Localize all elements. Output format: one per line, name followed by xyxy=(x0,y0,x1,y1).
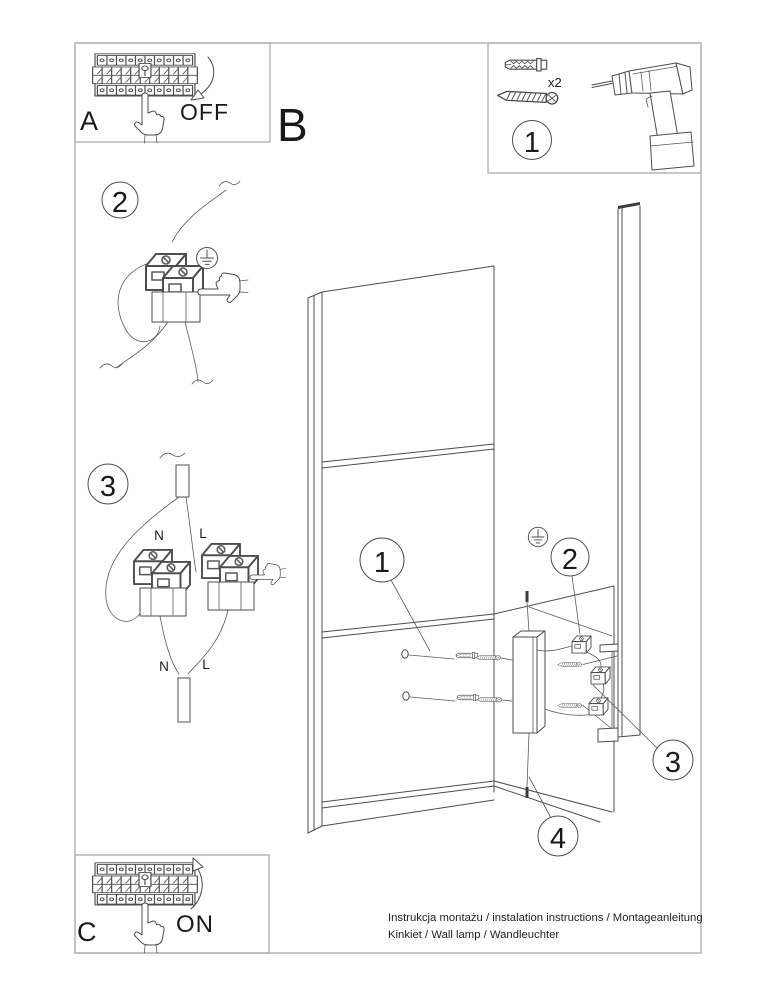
mounting-bracket xyxy=(512,630,546,734)
drill-icon xyxy=(591,62,695,171)
screw-icon xyxy=(496,88,559,105)
cable-sleeve xyxy=(177,677,191,723)
mains-cable xyxy=(525,591,530,798)
step3-diagram xyxy=(87,452,287,723)
step2-diagram xyxy=(99,180,249,385)
callout-3-circle xyxy=(652,739,694,781)
connector-housing xyxy=(207,581,255,611)
connector-housing xyxy=(139,587,187,617)
panel-c-action-label: ON xyxy=(176,911,214,938)
footer-product-line: Kinkiet / Wall lamp / Wandleuchter xyxy=(388,929,560,941)
panel-a-letter: A xyxy=(80,106,99,136)
callout-4-circle xyxy=(537,815,579,857)
callout-1-circle xyxy=(359,537,405,583)
callout-4-number: 4 xyxy=(549,823,567,855)
anchor-screw-row xyxy=(402,691,513,703)
pointing-hand-icon xyxy=(133,92,165,144)
page-frame xyxy=(74,42,702,954)
pointing-hand-icon xyxy=(133,902,165,954)
parts-number: 1 xyxy=(523,127,541,159)
ground-icon xyxy=(527,526,549,548)
panel-a-box xyxy=(74,42,271,144)
ground-icon xyxy=(196,247,218,269)
arrow-down-icon xyxy=(190,56,215,101)
breaker-panel-icon xyxy=(92,862,198,906)
connector-housing xyxy=(151,291,201,323)
lamp-drawing xyxy=(597,202,641,743)
step2-circle xyxy=(101,181,139,219)
arrow-up-icon xyxy=(190,857,204,910)
wire-icons xyxy=(99,180,241,385)
wall-plug-icon xyxy=(504,58,548,72)
wire-label-n-bottom: N xyxy=(159,659,169,674)
panel-c-box xyxy=(74,854,270,954)
step2-number: 2 xyxy=(111,187,129,219)
callout-2-circle xyxy=(550,537,590,577)
footer-instructions-line: Instrukcja montażu / instalation instruc… xyxy=(388,912,703,924)
breaker-panel-icon xyxy=(92,53,198,97)
panel-a-action-label: OFF xyxy=(180,99,229,125)
anchor-screw-row xyxy=(401,649,513,661)
wire-label-n-top: N xyxy=(154,528,164,543)
step3-circle xyxy=(87,463,129,505)
callout-1-number: 1 xyxy=(373,547,391,579)
wire-label-l-bottom: L xyxy=(202,657,210,672)
callout-2-number: 2 xyxy=(561,544,579,576)
lamp-connectors xyxy=(536,635,611,716)
parts-number-circle xyxy=(512,120,552,160)
step3-number: 3 xyxy=(99,471,117,503)
wall-drawing xyxy=(307,265,615,834)
parts-box xyxy=(487,42,702,174)
section-b-letter: B xyxy=(277,99,308,151)
wire-label-l-top: L xyxy=(199,526,207,541)
panel-c-letter: C xyxy=(77,917,97,947)
callout-3-number: 3 xyxy=(664,747,682,779)
grip-hand-icon xyxy=(197,272,249,304)
parts-quantity-label: x2 xyxy=(548,75,562,90)
callout-leaders xyxy=(390,575,659,819)
